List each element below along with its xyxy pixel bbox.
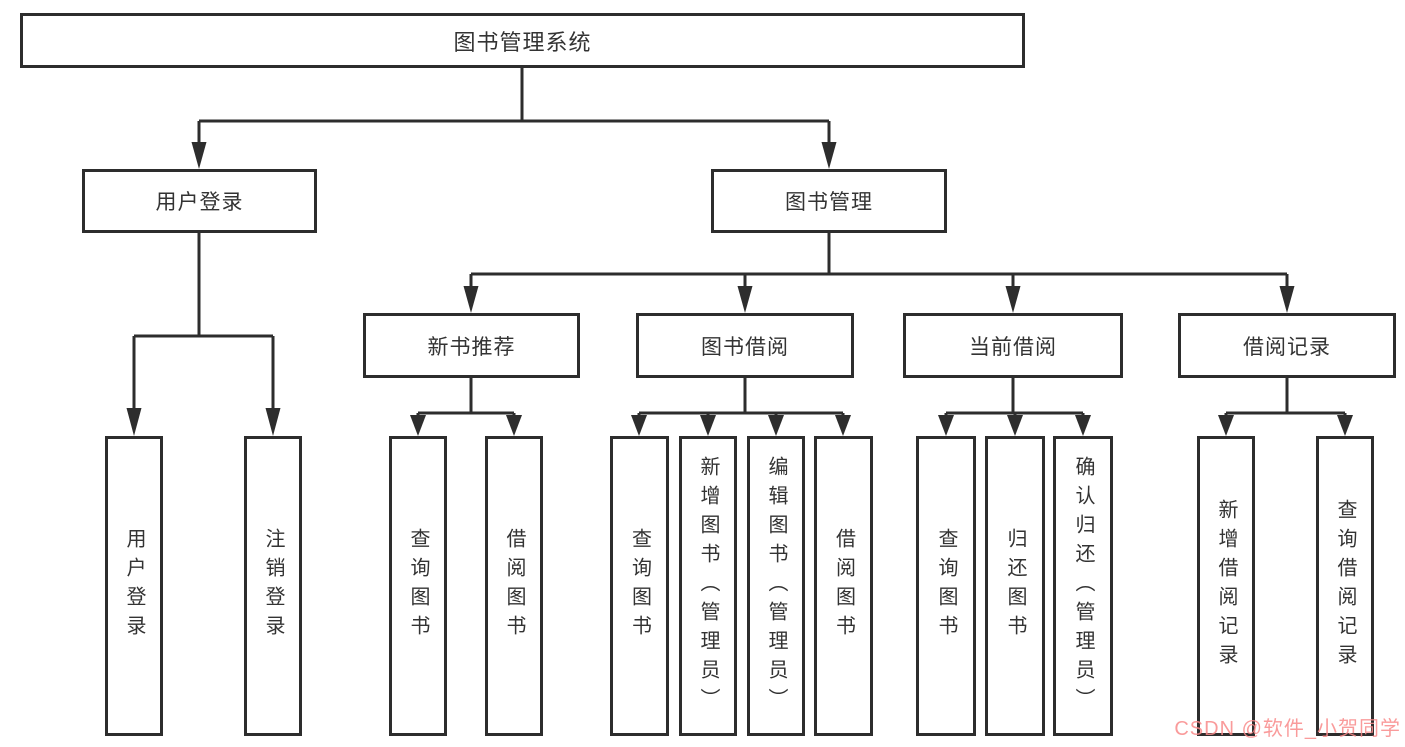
- node-current-confirm-return: 确认归还（管理员）: [1053, 436, 1113, 736]
- node-recommend-query-book-label: 查询图书: [407, 528, 429, 644]
- node-recommend-borrow-book-label: 借阅图书: [503, 528, 525, 644]
- node-new-book-recommend: 新书推荐: [363, 313, 580, 378]
- node-current-return-book-label: 归还图书: [1004, 528, 1026, 644]
- node-recommend-query-book: 查询图书: [389, 436, 447, 736]
- node-book-management-label: 图书管理: [785, 191, 873, 214]
- arrowheads: [126, 142, 1353, 436]
- node-records-query-record: 查询借阅记录: [1316, 436, 1374, 736]
- node-borrow-records-label: 借阅记录: [1243, 335, 1331, 359]
- node-logout-label: 注销登录: [262, 528, 284, 644]
- node-recommend-borrow-book: 借阅图书: [485, 436, 543, 736]
- node-borrow-add-book-label: 新增图书（管理员）: [697, 455, 719, 717]
- node-book-borrow: 图书借阅: [636, 313, 854, 378]
- node-login-label: 用户登录: [123, 528, 145, 644]
- node-new-book-recommend-label: 新书推荐: [427, 335, 516, 359]
- node-borrow-query-book-label: 查询图书: [628, 528, 651, 644]
- node-user-login-label: 用户登录: [155, 191, 244, 214]
- node-current-confirm-return-label: 确认归还（管理员）: [1072, 455, 1094, 717]
- node-borrow-edit-book: 编辑图书（管理员）: [747, 436, 805, 736]
- node-current-borrow-label: 当前借阅: [969, 335, 1057, 359]
- node-borrow-query-book: 查询图书: [610, 436, 669, 736]
- node-current-return-book: 归还图书: [985, 436, 1045, 736]
- node-borrow-borrow-book: 借阅图书: [814, 436, 873, 736]
- node-book-borrow-label: 图书借阅: [701, 335, 789, 359]
- csdn-watermark: CSDN @软件_小贺同学: [1174, 718, 1401, 740]
- node-user-login: 用户登录: [82, 169, 317, 233]
- node-records-add-record: 新增借阅记录: [1197, 436, 1255, 736]
- node-current-query-book: 查询图书: [916, 436, 976, 736]
- node-book-management: 图书管理: [711, 169, 947, 233]
- node-root-label: 图书管理系统: [453, 29, 592, 55]
- node-logout: 注销登录: [244, 436, 302, 736]
- node-borrow-borrow-book-label: 借阅图书: [832, 528, 855, 644]
- node-borrow-records: 借阅记录: [1178, 313, 1396, 378]
- node-records-query-record-label: 查询借阅记录: [1334, 499, 1356, 673]
- node-root: 图书管理系统: [20, 13, 1025, 68]
- node-borrow-edit-book-label: 编辑图书（管理员）: [765, 455, 787, 717]
- node-borrow-add-book: 新增图书（管理员）: [679, 436, 737, 736]
- node-current-query-book-label: 查询图书: [935, 528, 957, 644]
- node-records-add-record-label: 新增借阅记录: [1215, 499, 1237, 673]
- node-login: 用户登录: [105, 436, 163, 736]
- node-current-borrow: 当前借阅: [903, 313, 1123, 378]
